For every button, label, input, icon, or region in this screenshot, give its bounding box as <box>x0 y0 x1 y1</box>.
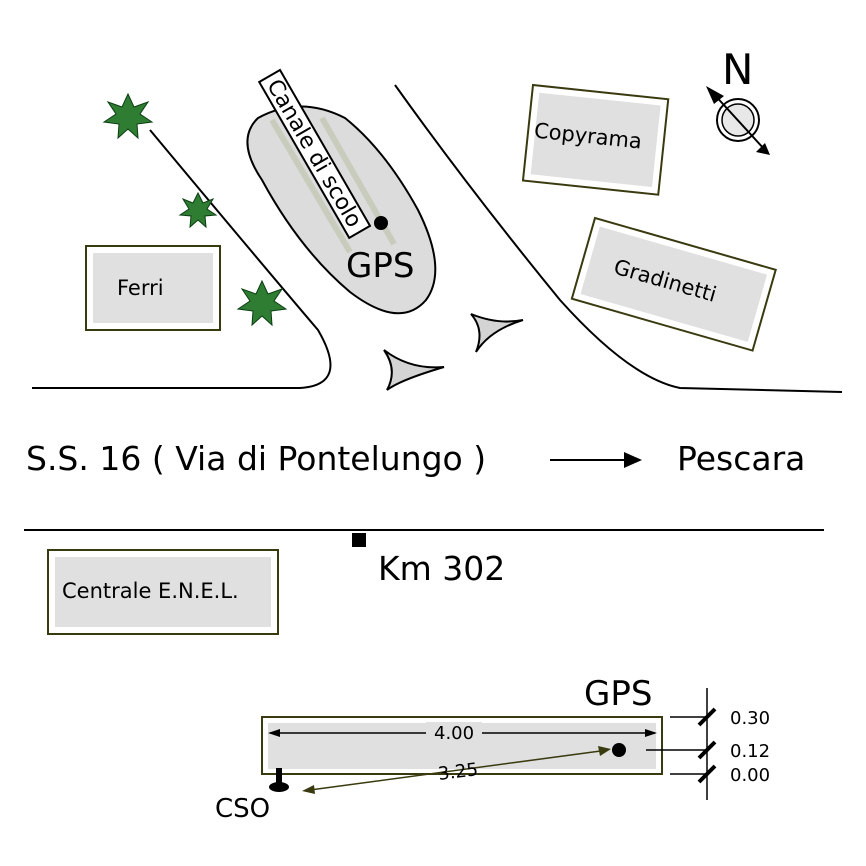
gps-label-map: GPS <box>346 246 414 286</box>
gps-point-detail <box>612 743 626 757</box>
detail-gps-label: GPS <box>584 674 652 714</box>
km-marker-label: Km 302 <box>378 549 505 588</box>
cso-label: CSO <box>215 794 270 824</box>
destination-label: Pescara <box>677 439 805 478</box>
tree-icon <box>236 279 288 327</box>
left-road-edge <box>32 129 332 389</box>
detail-section: GPS 4.00 3.25 CSO 0.30 0.12 0.00 <box>215 674 770 824</box>
building-centrale-enel: Centrale E.N.E.L. <box>47 549 279 635</box>
distance-line <box>309 749 609 791</box>
centrale-label: Centrale E.N.E.L. <box>62 579 239 603</box>
north-arrow-icon: N <box>706 45 770 155</box>
canal-stripe <box>269 118 353 254</box>
building-copyrama: Copyrama <box>521 83 670 196</box>
building-ferri: Ferri <box>85 245 221 331</box>
building-gradinetti: Gradinetti <box>570 216 777 352</box>
direction-arrow-icon <box>550 452 642 468</box>
north-label: N <box>722 45 753 94</box>
gps-point-map <box>374 216 388 230</box>
tree-icon <box>102 92 154 140</box>
distance-label: 3.25 <box>437 759 479 785</box>
km-marker-icon <box>352 533 366 547</box>
traffic-island <box>470 313 524 353</box>
cso-post <box>276 768 282 784</box>
right-road-edge <box>394 84 843 393</box>
road-label: S.S. 16 ( Via di Pontelungo ) <box>26 439 486 478</box>
height-label-top: 0.30 <box>730 708 770 729</box>
cso-marker-icon <box>269 782 289 792</box>
length-label: 4.00 <box>434 723 474 744</box>
ferri-label: Ferri <box>117 276 164 300</box>
gps-island: Canale di scolo GPS <box>246 68 437 315</box>
height-label-gps: 0.12 <box>730 741 770 762</box>
tree-icon <box>178 191 218 229</box>
height-label-base: 0.00 <box>730 765 770 786</box>
traffic-island <box>383 349 445 391</box>
